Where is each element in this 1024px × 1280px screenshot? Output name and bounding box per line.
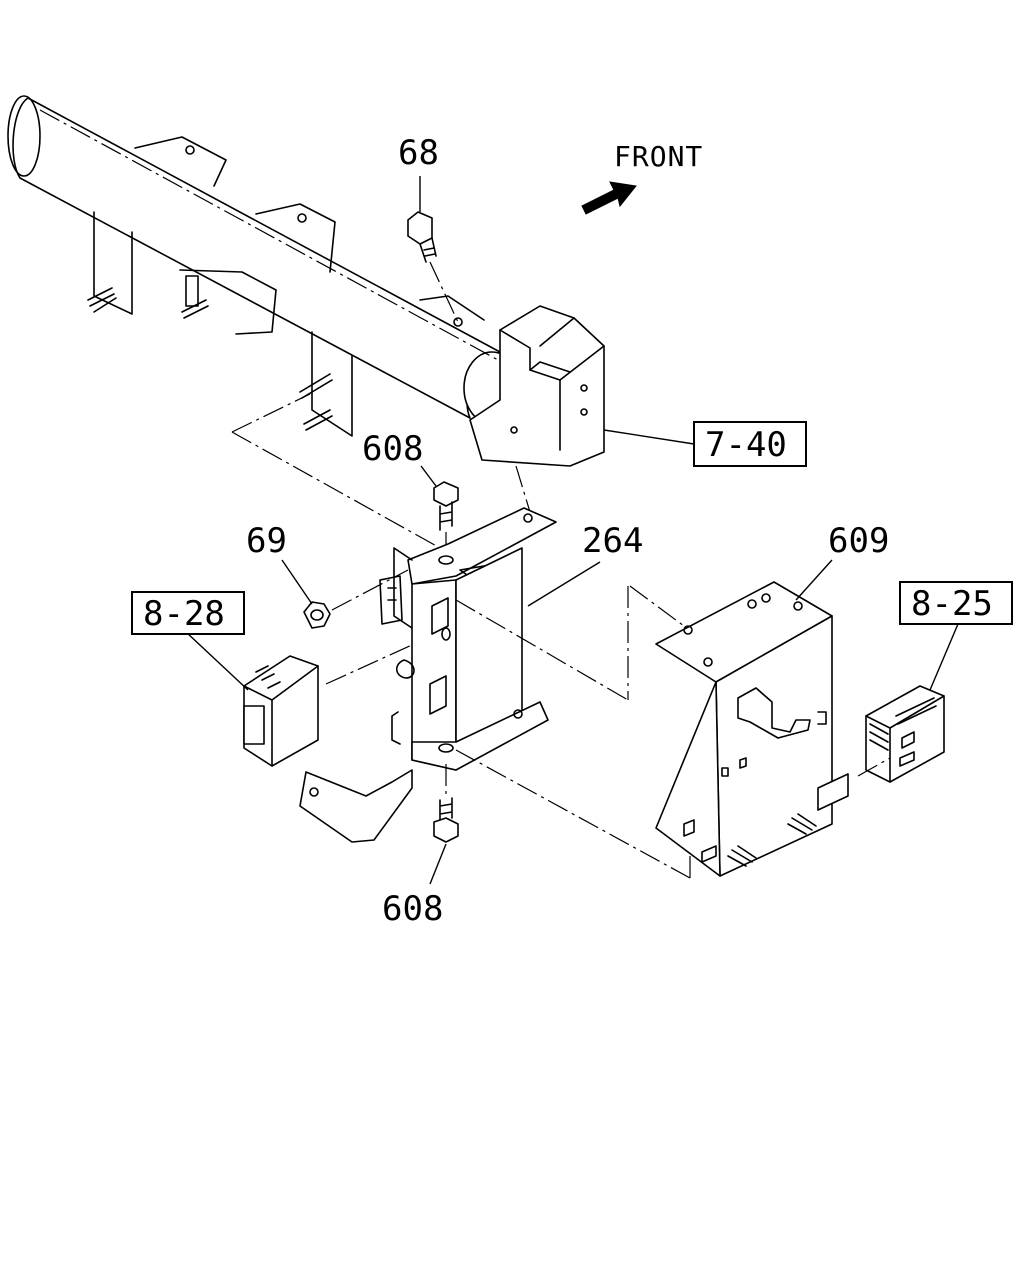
ref-box-7-40-label: 7-40 <box>705 425 787 465</box>
nut-69 <box>303 569 409 629</box>
module-left <box>243 643 415 767</box>
module-right <box>857 685 945 783</box>
bolt-608-lower <box>433 764 459 843</box>
beam-brackets <box>93 136 485 437</box>
front-direction-arrow-icon <box>581 181 637 215</box>
label-bolt-608-lower: 608 <box>382 889 443 929</box>
cross-beam <box>7 95 523 425</box>
mounting-guides <box>231 393 531 549</box>
ref-box-8-25: 8-25 <box>899 581 1013 625</box>
front-label: FRONT <box>614 140 703 173</box>
bolt-608-upper <box>433 481 459 562</box>
label-bracket-609: 609 <box>828 521 889 561</box>
label-nut-69: 69 <box>246 521 287 561</box>
label-bolt-608-upper: 608 <box>362 429 423 469</box>
label-bolt-68: 68 <box>398 133 439 173</box>
ref-box-8-28: 8-28 <box>131 591 245 635</box>
bolt-68 <box>407 211 459 323</box>
leader-lines <box>185 176 959 885</box>
bracket-609 <box>627 581 849 878</box>
ref-box-8-28-label: 8-28 <box>143 594 225 634</box>
ref-box-8-25-label: 8-25 <box>911 584 993 624</box>
ref-box-7-40: 7-40 <box>693 421 807 467</box>
label-bracket-264: 264 <box>582 521 643 561</box>
block-assembly <box>469 305 605 467</box>
bracket-264 <box>299 507 691 879</box>
